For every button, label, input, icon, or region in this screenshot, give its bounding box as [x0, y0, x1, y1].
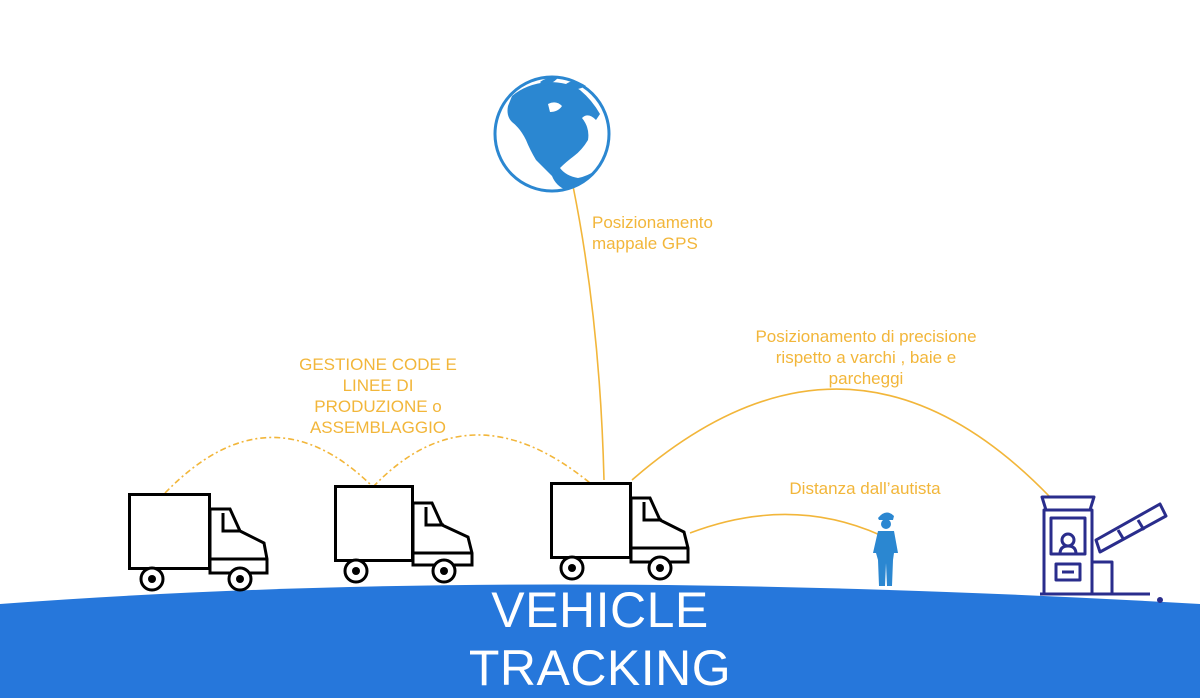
title-line-1: VEHICLE	[491, 582, 709, 638]
gps-label-line: mappale GPS	[592, 234, 698, 253]
driver-arc	[689, 513, 881, 536]
worker-icon	[873, 512, 898, 586]
queue-label: GESTIONE CODE E LINEE DI PRODUZIONE o AS…	[268, 354, 488, 438]
precision-label-line: parcheggi	[828, 369, 904, 388]
precision-arc	[631, 388, 1051, 498]
driver-label: Distanza dall’autista	[760, 478, 970, 499]
ground-hill	[0, 584, 1200, 698]
truck-icon	[550, 482, 690, 581]
queue-label-line: LINEE DI	[342, 376, 414, 395]
precision-label-line: Posizionamento di precisione	[755, 327, 977, 346]
queue-label-line: PRODUZIONE o	[314, 397, 442, 416]
gps-label: Posizionamento mappale GPS	[592, 212, 762, 254]
precision-label-line: rispetto a varchi , baie e	[775, 348, 957, 367]
gps-link-line	[572, 185, 605, 481]
title-line-2: TRACKING	[468, 640, 732, 696]
queue-arc-2	[372, 434, 591, 488]
globe-icon	[493, 75, 611, 193]
truck-icon	[334, 485, 474, 584]
queue-arc-1	[164, 436, 374, 494]
queue-label-line: ASSEMBLAGGIO	[309, 418, 447, 437]
gps-label-line: Posizionamento	[592, 213, 713, 232]
truck-icon	[128, 493, 269, 592]
queue-label-line: GESTIONE CODE E	[299, 355, 457, 374]
precision-label: Posizionamento di precisione rispetto a …	[716, 326, 1016, 389]
connection-lines	[164, 185, 1051, 536]
driver-label-line: Distanza dall’autista	[789, 479, 941, 498]
gate-barrier-icon	[1040, 495, 1168, 603]
